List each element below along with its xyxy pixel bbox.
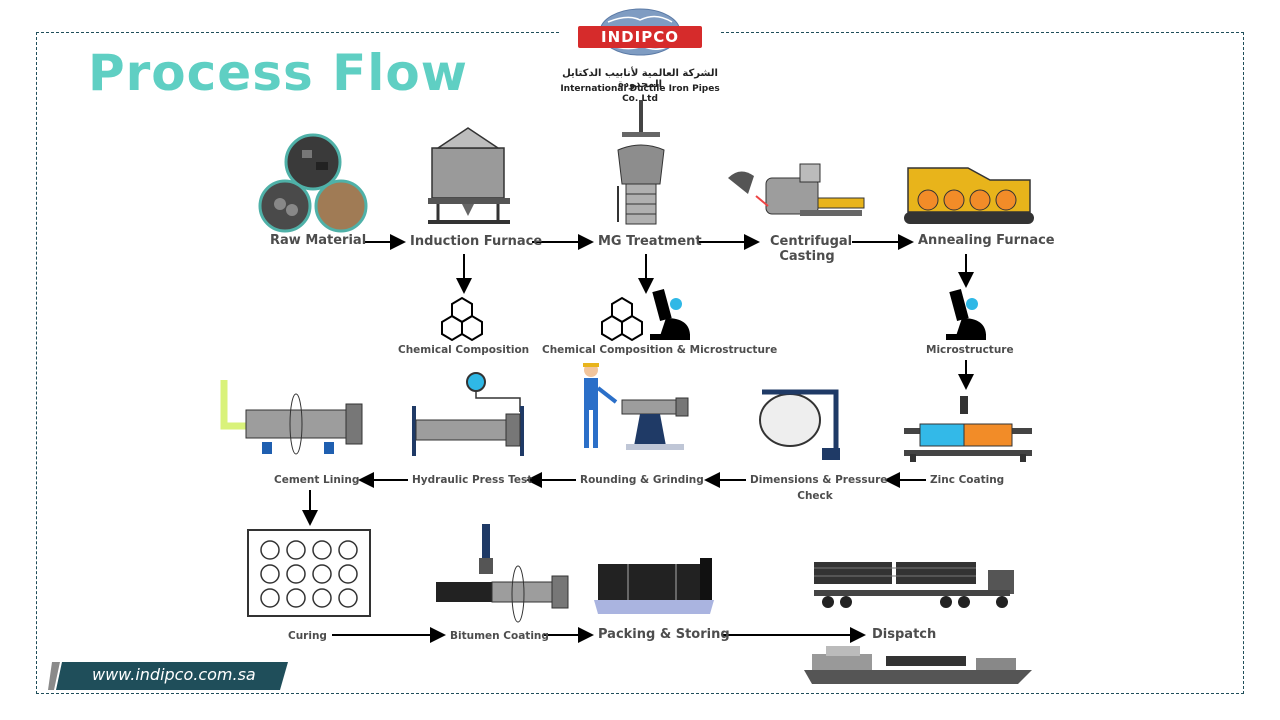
dimensions-check-icon [759,389,840,460]
company-logo: INDIPCO الشركة العالمية لأنابيب الدكتايل… [560,4,720,104]
label-rounding-grinding: Rounding & Grinding [580,474,704,486]
ship-icon [804,646,1032,684]
centrifugal-casting-icon [728,163,865,216]
bitumen-coating-icon [436,524,569,623]
label-zinc-coating: Zinc Coating [930,474,1005,486]
label-dimensions-line2: Check [797,490,833,502]
label-dimensions-pressure-check: Dimensions & Pressure Check [750,474,888,502]
label-induction-furnace: Induction Furnace [410,234,543,249]
curing-icon [247,529,371,617]
label-packing-storing: Packing & Storing [598,627,730,642]
logo-brand: INDIPCO [578,26,702,48]
arrows [302,234,974,643]
induction-furnace-icon [428,127,510,224]
logo-english-name: International Ductile Iron Pipes Co. Ltd [560,84,720,104]
annealing-furnace-icon [904,167,1034,224]
label-mg-treatment: MG Treatment [598,234,702,249]
label-centrifugal-casting-line1: Centrifugal [770,234,853,249]
cement-lining-icon [220,380,363,455]
label-curing: Curing [288,630,327,642]
hydraulic-press-icon [412,372,524,456]
logo-arabic-name: الشركة العالمية لأنابيب الدكتايل المحدود… [562,68,718,90]
label-microstructure: Microstructure [926,344,1014,356]
label-hydraulic-press-test: Hydraulic Press Test [412,474,533,486]
label-centrifugal-casting: Centrifugal Casting [770,234,853,264]
label-centrifugal-casting-line2: Casting [779,249,835,264]
truck-icon [814,562,1014,608]
annealing-microscope-icon [946,288,986,340]
label-chemical-composition: Chemical Composition [398,344,530,356]
website-banner [48,662,288,690]
label-raw-material: Raw Material [270,233,367,248]
label-dimensions-line1: Dimensions & Pressure [750,474,888,486]
mg-molecule-icon [601,296,643,342]
mg-microscope-icon [650,288,690,340]
page-title: Process Flow [88,44,468,102]
label-bitumen-coating: Bitumen Coating [450,630,549,642]
mg-treatment-icon [617,100,665,225]
packing-storing-icon [594,558,714,614]
label-annealing-furnace: Annealing Furnace [918,233,1055,248]
label-chemical-composition-microstructure: Chemical Composition & Microstructure [542,344,778,356]
rounding-grinding-icon [583,363,689,450]
website-link[interactable]: www.indipco.com.sa [92,665,256,684]
zinc-coating-icon [904,396,1032,462]
label-dispatch: Dispatch [872,627,937,642]
chemical-composition-molecule-icon [441,296,483,342]
raw-material-icon [258,133,368,233]
label-cement-lining: Cement Lining [274,474,360,486]
